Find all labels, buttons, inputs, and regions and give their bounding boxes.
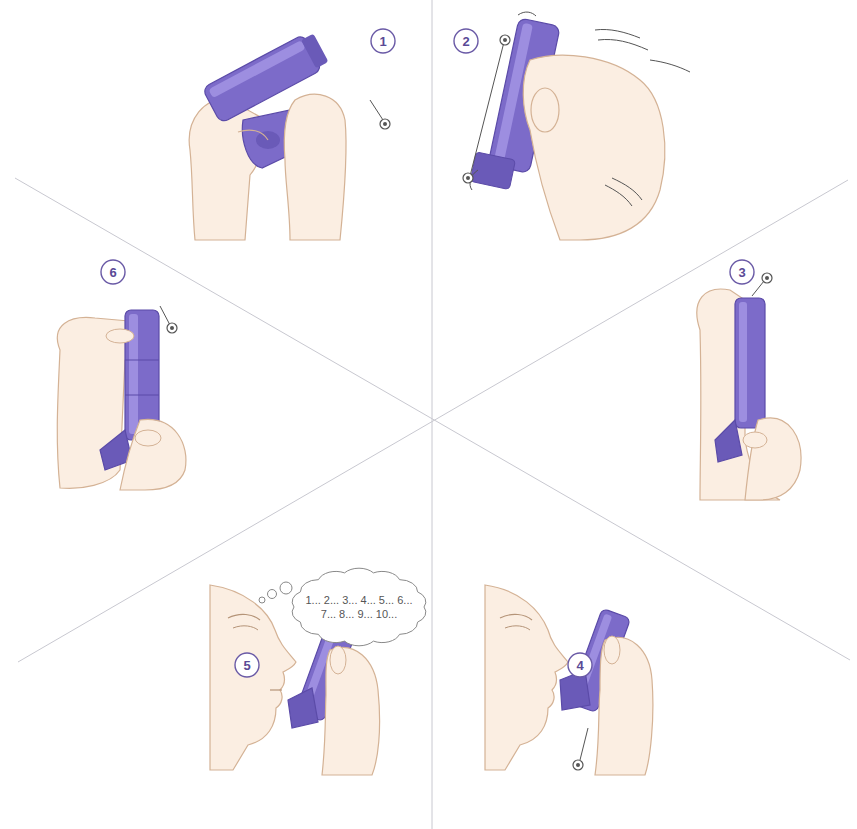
step-number-text: 5 (243, 659, 250, 672)
step-number: 4 (567, 652, 593, 678)
counting-text: 1... 2... 3... 4... 5... 6... 7... 8... … (301, 593, 417, 621)
step-number-text: 4 (576, 659, 583, 672)
thought-bubble: 1... 2... 3... 4... 5... 6... 7... 8... … (290, 568, 428, 646)
step-number-text: 6 (109, 266, 116, 279)
panel-replace-cap (57, 306, 186, 490)
panel-inhale (485, 585, 653, 775)
step-number-text: 3 (738, 266, 745, 279)
panel-remove-cap (189, 30, 390, 240)
step-number: 3 (729, 259, 755, 285)
step-number: 5 (234, 652, 260, 678)
bubble-outline (290, 568, 428, 646)
step-number: 2 (453, 28, 479, 54)
divider-lines (15, 0, 850, 829)
step-number: 1 (370, 28, 396, 54)
panel-hold-upright (697, 273, 801, 500)
step-number-text: 2 (462, 35, 469, 48)
panel-shake (463, 12, 690, 240)
step-number: 6 (100, 259, 126, 285)
step-number-text: 1 (379, 35, 386, 48)
